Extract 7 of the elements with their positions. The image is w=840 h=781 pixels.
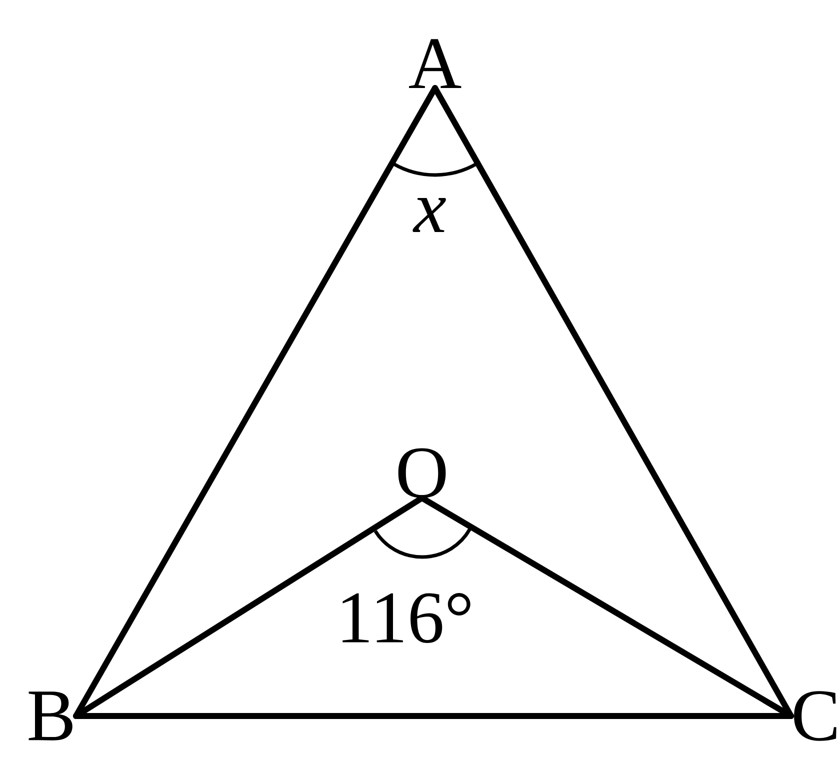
vertex-label: B: [28, 692, 72, 740]
vertex-label: C: [794, 691, 836, 741]
triangle-side: [419, 494, 794, 719]
angle-label: x: [412, 198, 446, 232]
angle-label: 116°: [342, 593, 470, 643]
vertex-label: A: [409, 39, 462, 88]
vertex-label: O: [398, 448, 446, 498]
